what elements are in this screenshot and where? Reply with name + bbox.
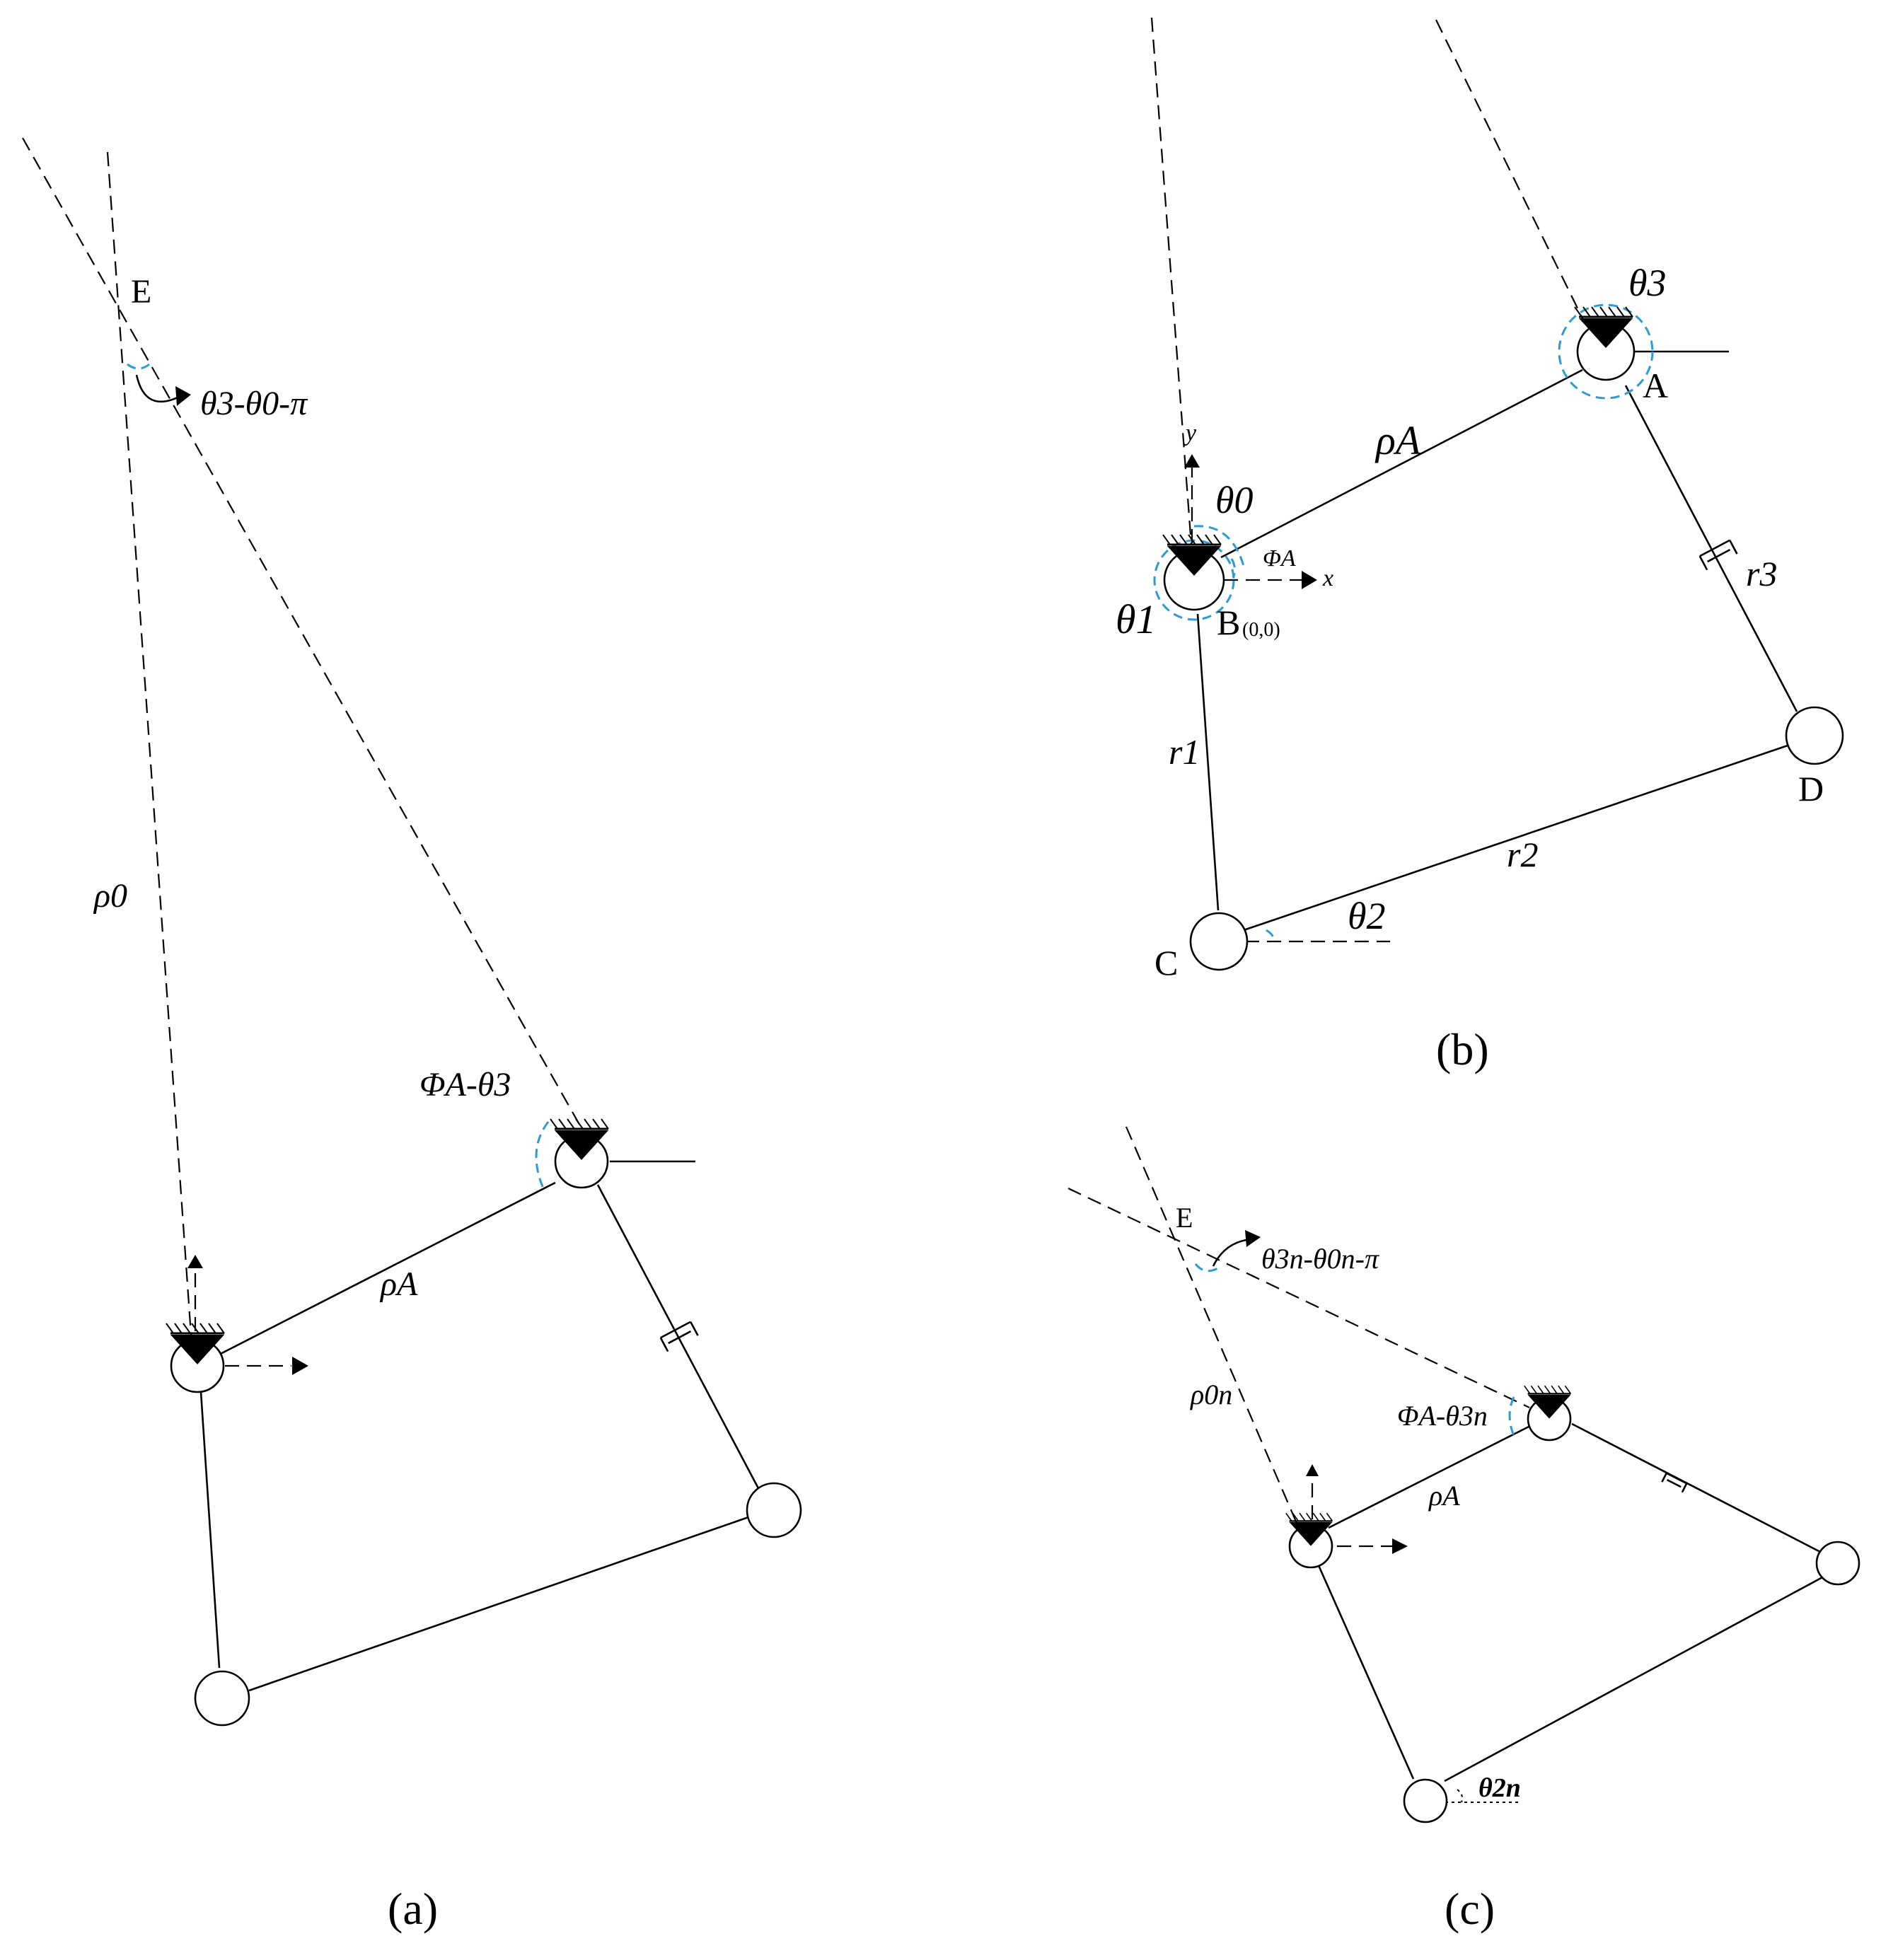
angle-arc-theta2 (1266, 929, 1275, 943)
link-r3 (1571, 1422, 1822, 1554)
label-c: C (1154, 943, 1178, 982)
line-to-b-extension (1150, 17, 1193, 545)
label-theta1: θ1 (1116, 596, 1157, 642)
x-arrowhead (1302, 571, 1317, 589)
label-b: B (1217, 603, 1240, 642)
joint-a (549, 1118, 610, 1189)
link-rhoA (1220, 369, 1583, 559)
joint-c (1403, 1778, 1448, 1823)
line-e-to-a-extension (22, 137, 582, 1129)
label-rho0: ρ0 (93, 877, 127, 915)
label-e: E (131, 273, 151, 311)
label-r3: r3 (1746, 554, 1777, 593)
angle-arc-theta2n (1457, 1789, 1464, 1803)
damper-icon (1661, 1472, 1688, 1493)
joint-c (194, 1670, 250, 1727)
link-r1 (1316, 1563, 1415, 1780)
label-angle-e: θ3n-θ0n-π (1261, 1243, 1379, 1275)
angle-arc-phiA (1230, 558, 1236, 577)
y-arrowhead (187, 1255, 203, 1268)
panel-b: θ3 A ρA y θ0 ΦA x θ1 B (0,0) r3 D r1 r2 … (1116, 17, 1844, 1074)
link-rhoA (1328, 1424, 1532, 1529)
label-angle-a: ΦA-θ3 (419, 1066, 511, 1103)
label-r1: r1 (1169, 732, 1200, 772)
joint-d (746, 1482, 802, 1538)
link-r1 (199, 1391, 221, 1669)
y-arrowhead (1306, 1464, 1319, 1476)
arrowhead-e (1245, 1230, 1261, 1247)
label-a: A (1643, 366, 1668, 405)
label-y: y (1183, 420, 1197, 446)
label-theta2: θ2 (1348, 895, 1386, 937)
link-rhoA (212, 1181, 556, 1359)
link-r1 (1196, 613, 1220, 911)
label-theta3: θ3 (1628, 262, 1667, 304)
caption-b: (b) (1436, 1024, 1489, 1074)
panel-a: E θ3-θ0-π ρ0 ρA ΦA-θ3 (a) (22, 137, 802, 1934)
label-origin: (0,0) (1242, 619, 1280, 641)
y-arrowhead (1184, 454, 1200, 468)
label-rho0n: ρ0n (1189, 1379, 1232, 1410)
arrowhead-e (175, 386, 191, 406)
label-angle-e: θ3-θ0-π (200, 385, 308, 422)
line-rho0 (106, 151, 194, 1355)
line-rho0n (1125, 1126, 1302, 1532)
label-rhoA: ρA (1428, 1480, 1460, 1512)
joint-b (1285, 1512, 1333, 1569)
angle-arc-theta0 (1193, 525, 1245, 567)
label-angle-a: ΦA-θ3n (1397, 1400, 1488, 1432)
link-r2 (248, 1516, 749, 1692)
line-to-a-extension (1435, 19, 1584, 320)
label-rhoA: ρA (379, 1265, 418, 1303)
caption-a: (a) (388, 1884, 438, 1934)
link-r3 (1624, 385, 1798, 712)
label-d: D (1798, 769, 1824, 808)
label-phiA: ΦA (1263, 545, 1296, 572)
x-arrowhead (1392, 1538, 1408, 1554)
damper-icon (1698, 539, 1738, 571)
caption-c: (c) (1445, 1884, 1495, 1934)
angle-arc-e (1194, 1263, 1222, 1272)
panel-c: E θ3n-θ0n-π ρ0n ΦA-θ3n ρA θ2n (c) (1067, 1126, 1860, 1934)
joint-d (1785, 706, 1844, 765)
angle-arc-e (127, 363, 150, 370)
joint-c (1189, 912, 1249, 971)
label-theta2n: θ2n (1478, 1773, 1521, 1803)
x-arrowhead (292, 1357, 308, 1375)
label-x: x (1322, 565, 1333, 591)
damper-icon (659, 1321, 699, 1352)
angle-arc-a (535, 1121, 550, 1189)
angle-arrow-e (135, 374, 181, 403)
angle-arc-a (1508, 1396, 1515, 1437)
label-e: E (1176, 1202, 1193, 1234)
label-rhoA: ρA (1374, 417, 1421, 463)
joint-a (1523, 1384, 1572, 1442)
joint-d (1815, 1541, 1860, 1586)
joint-a (1573, 306, 1636, 381)
angle-arc-theta3 (1558, 303, 1654, 400)
line-e-to-a-extension (1067, 1188, 1530, 1408)
link-r2 (1444, 1575, 1824, 1782)
label-theta0: θ0 (1215, 479, 1254, 521)
joint-b (165, 1322, 226, 1393)
label-r2: r2 (1507, 835, 1538, 874)
link-r2 (1243, 743, 1790, 932)
